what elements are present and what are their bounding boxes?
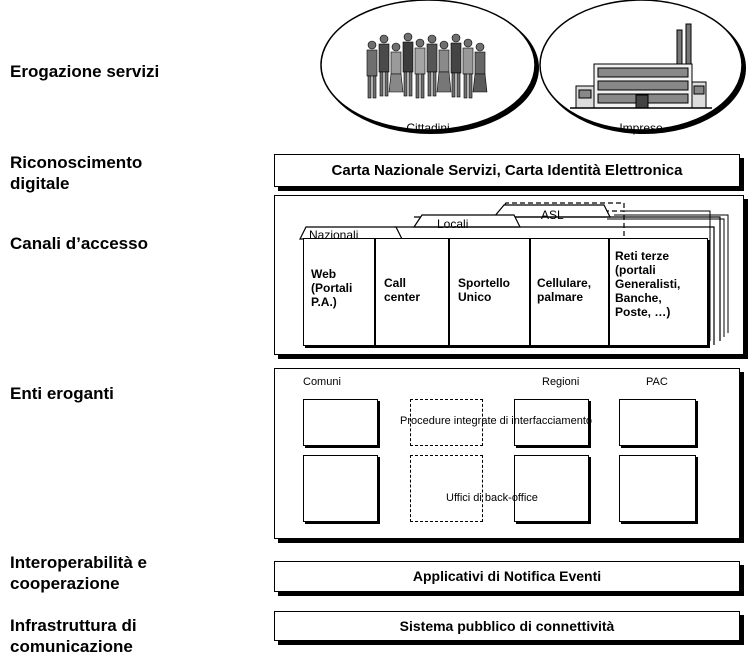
label-enti-eroganti: Enti eroganti xyxy=(10,384,114,403)
cittadini-label: Cittadini xyxy=(406,121,450,135)
enti-cell-dashed-top xyxy=(410,399,483,446)
enti-cell-dashed-bottom xyxy=(410,455,483,522)
channels-panel: Web (Portali P.A.) Call center Sportello… xyxy=(303,238,708,346)
channel-sportello-unico: Sportello Unico xyxy=(458,276,511,304)
label-riconoscimento-digitale: Riconoscimento digitale xyxy=(10,153,143,193)
notifica-box: Applicativi di Notifica Eventi xyxy=(274,561,740,592)
enti-regioni-label: Regioni xyxy=(542,376,580,388)
enti-cell-comuni-top xyxy=(303,399,378,446)
channel-reti-terze: Reti terze (portali Generalisti, Banche,… xyxy=(615,249,681,319)
folder-asl xyxy=(414,204,721,341)
channel-web: Web (Portali P.A.) xyxy=(311,267,353,309)
tab-label-asl: ASL xyxy=(541,208,564,222)
tab-label-locali: Locali xyxy=(437,217,469,231)
enti-cell-comuni-bottom xyxy=(303,455,378,522)
divider-1 xyxy=(374,239,376,345)
folder-locali xyxy=(394,214,715,345)
enti-cell-regioni-bottom xyxy=(514,455,589,522)
label-canali-accesso: Canali d’accesso xyxy=(10,234,148,253)
connettivita-text: Sistema pubblico di connettività xyxy=(399,618,615,634)
uffici-back-office-label: Uffici di back-office xyxy=(446,492,538,504)
notifica-text: Applicativi di Notifica Eventi xyxy=(412,568,602,584)
divider-2 xyxy=(448,239,450,345)
divider-4 xyxy=(608,239,610,345)
channel-cellulare: Cellulare, palmare xyxy=(537,276,592,304)
label-infrastruttura: Infrastruttura di comunicazione xyxy=(10,616,137,656)
enti-cell-pac-top xyxy=(619,399,696,446)
service-users-illustration xyxy=(320,0,746,134)
label-interoperabilita: Interoperabilità e cooperazione xyxy=(10,553,147,593)
enti-cell-regioni-top xyxy=(514,399,589,446)
channel-call-center: Call center xyxy=(384,276,421,304)
enti-cell-pac-bottom xyxy=(619,455,696,522)
enti-box: Comuni Regioni PAC Procedure integrate d… xyxy=(274,368,740,539)
people-icon xyxy=(366,32,488,99)
enti-pac-label: PAC xyxy=(646,376,668,388)
imprese-label: Imprese xyxy=(619,121,663,135)
procedure-integrate-label: Procedure integrate di interfacciamento xyxy=(400,415,592,427)
label-erogazione-servizi: Erogazione servizi xyxy=(10,62,160,81)
connettivita-box: Sistema pubblico di connettività xyxy=(274,611,740,641)
factory-icon xyxy=(570,23,712,109)
carta-text: Carta Nazionale Servizi, Carta Identità … xyxy=(331,162,683,179)
carta-box: Carta Nazionale Servizi, Carta Identità … xyxy=(274,154,740,187)
enti-comuni-label: Comuni xyxy=(303,376,341,388)
divider-3 xyxy=(529,239,531,345)
